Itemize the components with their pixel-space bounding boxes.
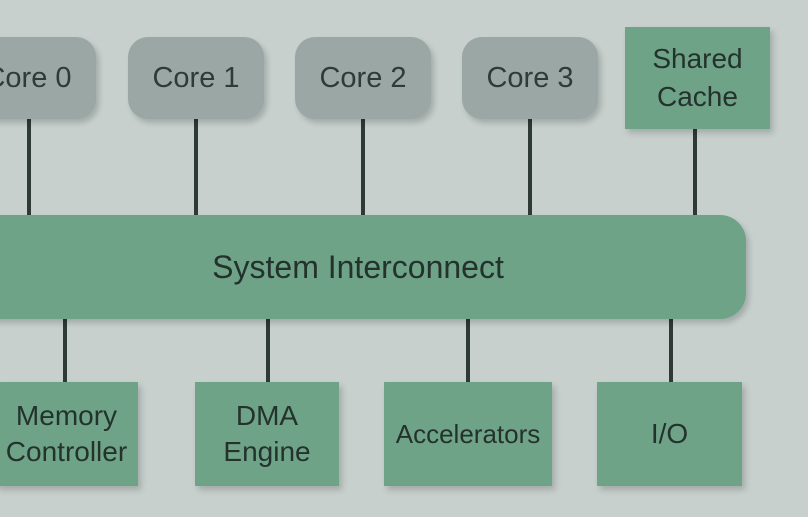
system-interconnect-bus: System Interconnect [0, 215, 746, 319]
wire-core-1 [194, 118, 198, 216]
core-2-block: Core 2 [295, 37, 431, 119]
dma-engine-block: DMA Engine [195, 382, 339, 486]
wire-shared-cache [693, 128, 697, 216]
memory-controller-block: Memory Controller [0, 382, 138, 486]
core-3-block: Core 3 [462, 37, 598, 119]
wire-memory-controller [63, 318, 67, 384]
core-3-label: Core 3 [486, 61, 574, 94]
core-0-label: Core 0 [0, 61, 72, 94]
io-block: I/O [597, 382, 742, 486]
core-0-block: Core 0 [0, 37, 96, 119]
dma-engine-label: DMA Engine [223, 400, 311, 467]
system-interconnect-label: System Interconnect [212, 248, 504, 285]
shared-cache-label: Shared Cache [652, 43, 743, 112]
wire-accelerators [466, 318, 470, 384]
wire-dma-engine [266, 318, 270, 384]
core-2-label: Core 2 [319, 61, 407, 94]
shared-cache-block: Shared Cache [625, 27, 770, 129]
core-1-block: Core 1 [128, 37, 264, 119]
wire-core-2 [361, 118, 365, 216]
core-1-label: Core 1 [152, 61, 240, 94]
wire-core-3 [528, 118, 532, 216]
accelerators-block: Accelerators [384, 382, 552, 486]
io-label: I/O [650, 418, 689, 449]
wire-io [669, 318, 673, 384]
wire-core-0 [27, 118, 31, 216]
accelerators-label: Accelerators [395, 419, 541, 449]
memory-controller-label: Memory Controller [5, 400, 128, 467]
